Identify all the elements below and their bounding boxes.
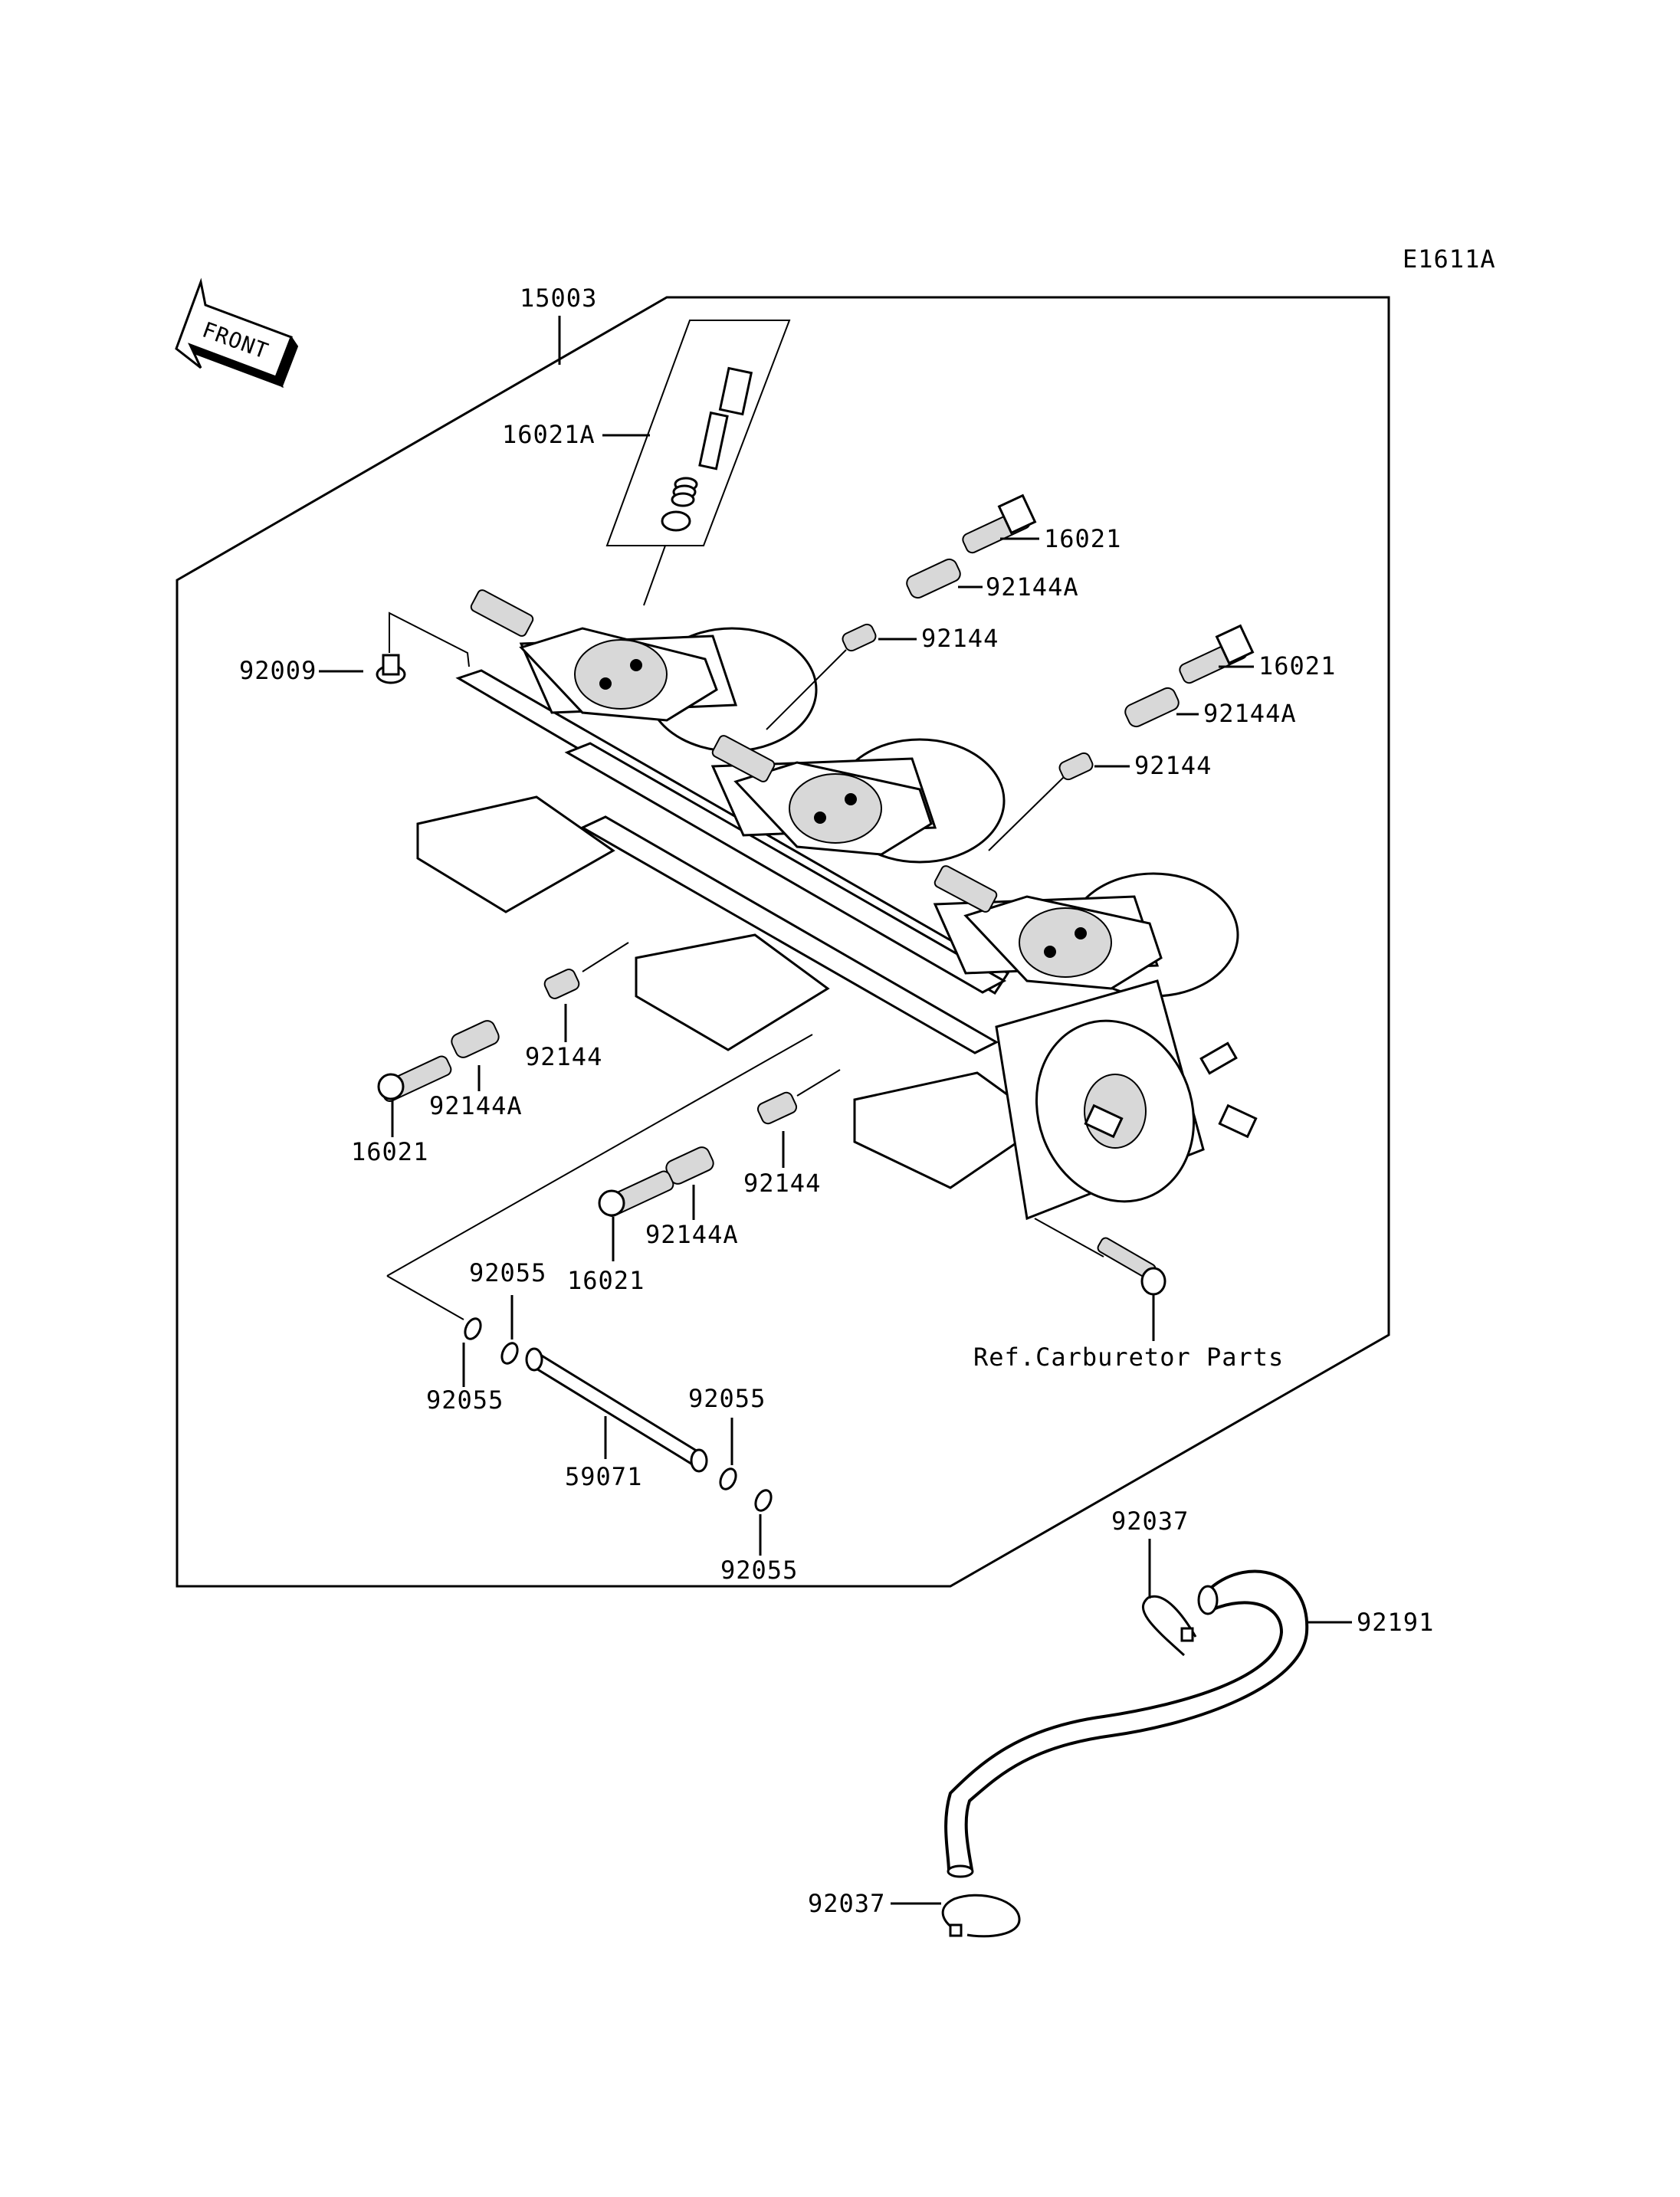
spring-top-right bbox=[842, 623, 877, 652]
label-16021A: 16021A bbox=[502, 420, 596, 449]
label-16021-middle: 16021 bbox=[567, 1266, 645, 1295]
label-92055-right-top: 92055 bbox=[688, 1384, 766, 1413]
label-92055-right-bottom: 92055 bbox=[720, 1556, 798, 1585]
plug-screw-part bbox=[376, 654, 406, 684]
spring-a-right bbox=[1124, 687, 1180, 728]
spring-left bbox=[543, 969, 580, 999]
oring-left bbox=[464, 1317, 482, 1340]
label-92055-left: 92055 bbox=[426, 1385, 504, 1415]
fuel-pipe-part bbox=[525, 1347, 708, 1473]
label-92009: 92009 bbox=[239, 656, 317, 685]
label-92144A-left: 92144A bbox=[429, 1091, 523, 1120]
oring-right-top bbox=[719, 1467, 737, 1490]
label-92037-top: 92037 bbox=[1111, 1507, 1189, 1536]
label-59071: 59071 bbox=[565, 1462, 642, 1491]
label-92144-right: 92144 bbox=[1134, 751, 1212, 780]
pilot-screw-left bbox=[377, 1055, 452, 1103]
carburetor-assembly bbox=[416, 589, 1258, 1221]
spring-a-left bbox=[451, 1020, 500, 1058]
pilot-screw-right bbox=[1179, 624, 1255, 684]
label-15003: 15003 bbox=[520, 284, 597, 313]
idle-adjuster-part bbox=[661, 366, 753, 532]
label-92144-top-right: 92144 bbox=[921, 624, 999, 653]
label-92055-top: 92055 bbox=[469, 1258, 546, 1287]
carburetor-bolt-part bbox=[1097, 1237, 1166, 1296]
label-92144A-right: 92144A bbox=[1203, 699, 1297, 728]
spring-a-top-right bbox=[906, 558, 961, 599]
spring-middle bbox=[756, 1091, 798, 1125]
adjuster-inset-box bbox=[605, 320, 791, 546]
label-92144A-top-right: 92144A bbox=[986, 572, 1079, 602]
label-16021-top-right: 16021 bbox=[1044, 524, 1121, 553]
label-16021-right: 16021 bbox=[1258, 651, 1336, 680]
label-92144-left: 92144 bbox=[525, 1042, 602, 1071]
label-92144-middle: 92144 bbox=[743, 1169, 821, 1198]
label-16021-left: 16021 bbox=[351, 1137, 428, 1166]
label-92191: 92191 bbox=[1357, 1608, 1434, 1637]
reference-label: Ref.Carburetor Parts bbox=[973, 1343, 1284, 1372]
fuel-hose-part bbox=[964, 1569, 1309, 1871]
label-92144A-middle: 92144A bbox=[645, 1220, 739, 1249]
pilot-screw-middle bbox=[598, 1170, 674, 1218]
front-arrow-icon: FRONT bbox=[175, 277, 299, 389]
assembly-boundary bbox=[176, 296, 1390, 1588]
label-92037-bottom: 92037 bbox=[808, 1889, 885, 1918]
hose-clamp-top bbox=[1141, 1595, 1197, 1657]
oring-top bbox=[500, 1342, 519, 1365]
pilot-screw-top-right bbox=[962, 494, 1037, 554]
spring-right bbox=[1058, 752, 1094, 781]
diagram-code: E1611A bbox=[1403, 244, 1496, 274]
oring-right-bottom bbox=[754, 1489, 773, 1512]
hose-clamp-bottom bbox=[941, 1894, 1021, 1938]
